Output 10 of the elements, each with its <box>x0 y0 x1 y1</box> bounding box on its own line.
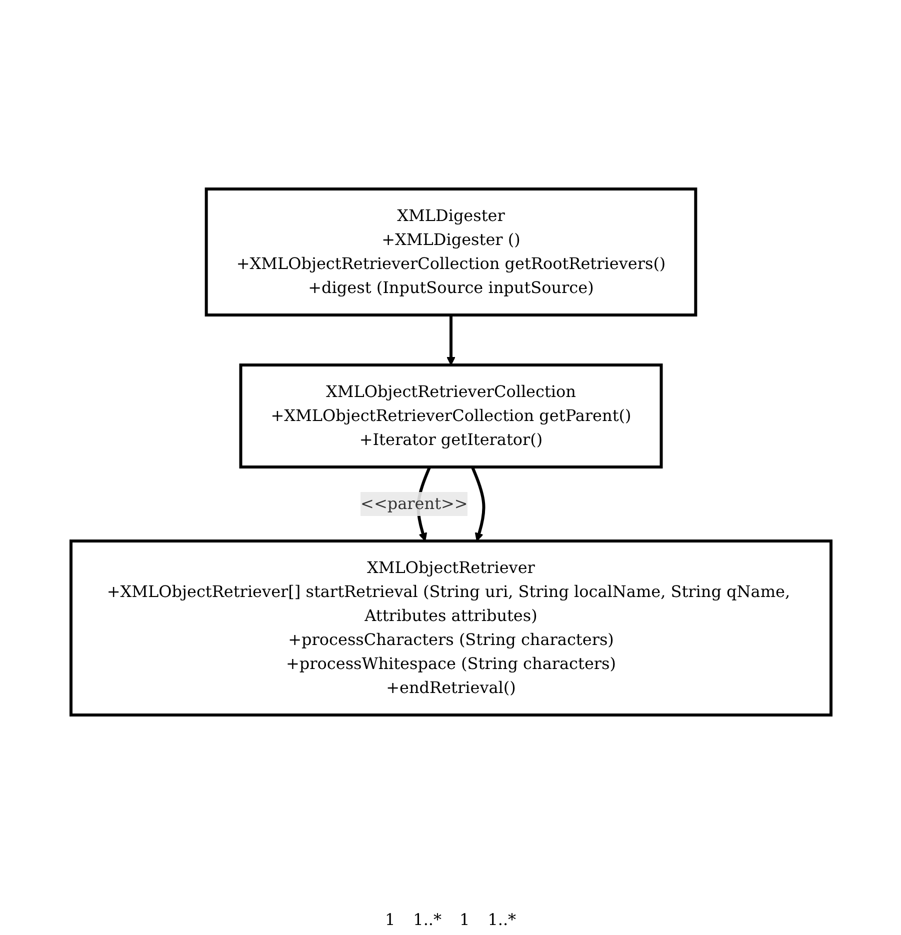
edge-label: <<parent>> <box>360 494 468 513</box>
arrow <box>470 466 485 542</box>
arrow <box>446 315 455 366</box>
multiplicity-label: 1..* <box>413 910 442 929</box>
multiplicity-label: 1 <box>384 910 396 929</box>
node-box: XMLObjectRetrieverCollection +XMLObjectRetrieverCollection getParent() +Iterator getIterator() <box>238 364 662 468</box>
multiplicity-label: 1..* <box>488 910 516 929</box>
node-box: XMLDigester +XMLDigester () +XMLObjectRetrieverCollection getRootRetrievers() +digest (InputSource inputSource) <box>204 188 697 316</box>
multiplicity-label: 1 <box>460 910 470 929</box>
node-box: XMLObjectRetriever +XMLObjectRetriever[] startRetrieval (String uri, String localName, String qName, Attributes attributes) +processCharacters (String characters) +processWhitespace (String characters) +endRetrieval() <box>69 540 832 716</box>
